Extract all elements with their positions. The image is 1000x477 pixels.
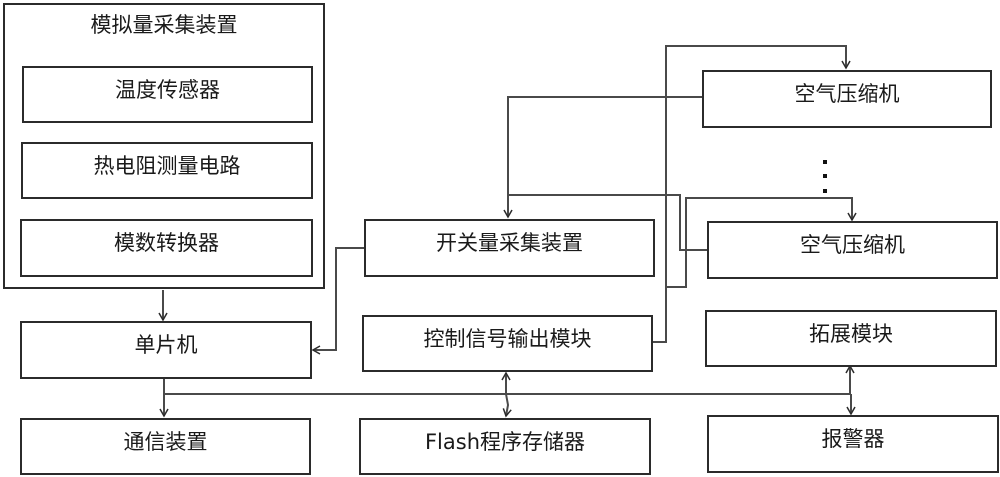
flash-program-memory-label: Flash程序存储器 [424, 430, 586, 454]
control-signal-output-label: 控制信号输出模块 [423, 327, 592, 351]
flash-program-memory: Flash程序存储器 [359, 418, 651, 475]
analog-acquisition-device: 模拟量采集装置 温度传感器 热电阻测量电路 模数转换器 [3, 3, 325, 289]
switch-acquisition-label: 开关量采集装置 [436, 231, 583, 255]
ellipsis-dot [823, 189, 827, 193]
communication-device-label: 通信装置 [123, 430, 208, 454]
rtd-measurement-circuit: 热电阻测量电路 [21, 142, 313, 199]
control-signal-output-module: 控制信号输出模块 [362, 315, 653, 372]
air-compressor-2-label: 空气压缩机 [800, 233, 905, 257]
ellipsis-dot [823, 174, 827, 178]
adc-converter: 模数转换器 [20, 219, 313, 277]
communication-device: 通信装置 [20, 418, 311, 475]
arrow-bus-flash [502, 393, 512, 418]
switch-acquisition-device: 开关量采集装置 [364, 219, 655, 277]
arrow-compressor1-to-switch [503, 96, 702, 219]
expansion-module-label: 拓展模块 [809, 322, 893, 346]
mcu-label: 单片机 [134, 333, 198, 357]
mcu: 单片机 [20, 321, 312, 379]
air-compressor-1-label: 空气压缩机 [794, 82, 900, 106]
temperature-sensor-label: 温度传感器 [115, 78, 220, 102]
ellipsis-dot [823, 160, 827, 164]
air-compressor-2: 空气压缩机 [707, 221, 998, 279]
rtd-measurement-circuit-label: 热电阻测量电路 [93, 154, 241, 178]
adc-converter-label: 模数转换器 [114, 231, 219, 255]
temperature-sensor: 温度传感器 [22, 66, 313, 123]
analog-acquisition-title: 模拟量采集装置 [90, 13, 238, 37]
alarm: 报警器 [707, 415, 999, 473]
air-compressor-1: 空气压缩机 [702, 70, 992, 128]
expansion-module: 拓展模块 [705, 310, 997, 367]
alarm-label: 报警器 [821, 427, 885, 451]
